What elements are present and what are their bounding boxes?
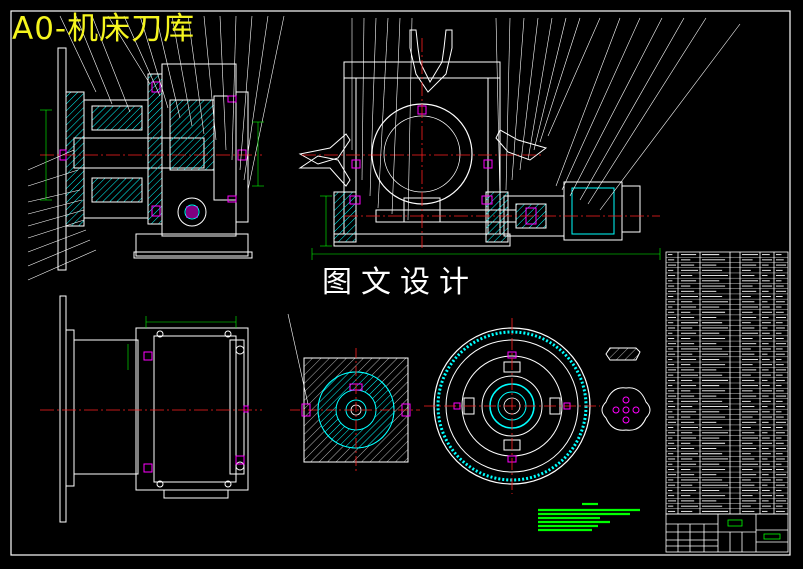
parts-list-rows bbox=[666, 257, 788, 509]
tool-disk-centerlines bbox=[424, 318, 600, 494]
front-dimensions bbox=[311, 195, 661, 260]
flange-leader bbox=[287, 313, 309, 405]
drawing-title: A0-机床刀库 bbox=[12, 11, 196, 47]
title-block-marks bbox=[727, 519, 781, 540]
detail-key-part bbox=[605, 347, 641, 361]
detail-gripper-part bbox=[601, 387, 651, 431]
top-view-details bbox=[143, 351, 249, 473]
top-view bbox=[59, 295, 249, 523]
side-dimensions bbox=[40, 109, 264, 201]
sheet-border bbox=[10, 10, 791, 556]
side-section-view bbox=[57, 47, 253, 271]
front-leader-lines bbox=[351, 17, 741, 221]
technical-notes bbox=[538, 502, 640, 532]
side-section-details bbox=[59, 81, 247, 217]
front-centerlines bbox=[302, 38, 660, 248]
flange-centerlines bbox=[290, 348, 420, 472]
front-section-view bbox=[298, 29, 641, 247]
side-leader-lines bbox=[27, 15, 285, 281]
top-dimensions bbox=[127, 316, 237, 370]
parts-list-entries bbox=[668, 254, 786, 512]
title-block bbox=[665, 513, 789, 553]
watermark-text: 图文设计 bbox=[322, 265, 478, 300]
